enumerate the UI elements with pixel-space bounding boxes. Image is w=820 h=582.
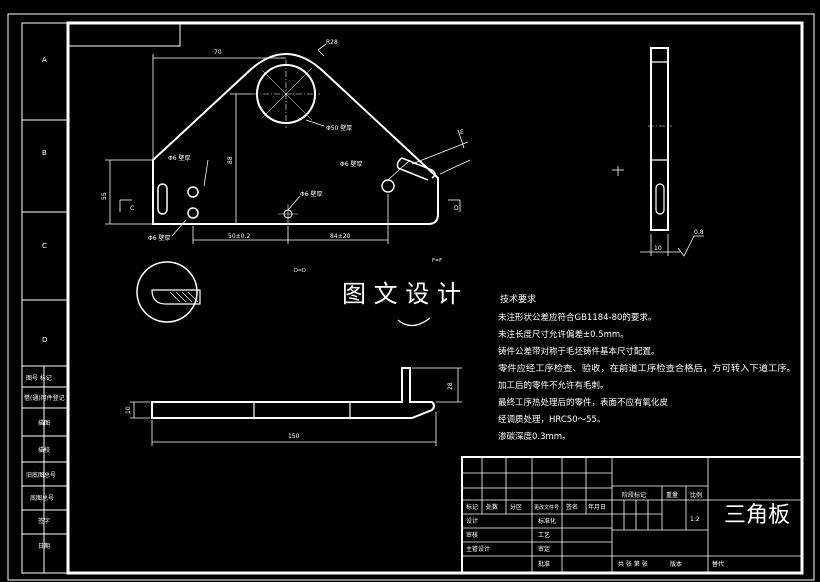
dim-radius-r28: R28 xyxy=(326,39,338,46)
note-line-5: 最终工序热处理后的零件，表面不应有氧化皮 xyxy=(498,397,669,408)
left-strip-label-2: 描校 xyxy=(38,446,50,454)
left-strip-label-4: 底图总号 xyxy=(30,494,54,502)
side-dim-thickness: 10 xyxy=(654,245,662,252)
zone-letter-c: C xyxy=(42,242,47,250)
tb-version: 版本 xyxy=(670,560,682,568)
detail-view xyxy=(136,261,201,323)
slot-label-e: E xyxy=(460,129,464,136)
bottom-dim-length: 150 xyxy=(288,433,300,440)
top-left-tab xyxy=(68,23,181,47)
note-line-0: 未注形状公差应符合GB1184-80的要求。 xyxy=(498,312,656,323)
bottom-dim-flange: 28 xyxy=(447,382,454,390)
tb-stage-0: 阶段标记 xyxy=(622,491,646,499)
tb-header-0: 标记 xyxy=(466,503,478,511)
dim-x1: 50±0.2 xyxy=(228,233,250,240)
left-strip-header: 图号 标记 xyxy=(26,374,52,382)
tb-role-left-0: 设计 xyxy=(466,517,478,525)
note-line-4: 加工后的零件不允许有毛刺。 xyxy=(498,380,609,391)
watermark: 图 文 设 计 xyxy=(342,280,461,308)
tb-role-mid-1: 工艺 xyxy=(538,531,550,539)
tb-scale: 1:2 xyxy=(690,516,700,523)
tb-stage-2: 比例 xyxy=(690,491,702,499)
left-slot xyxy=(157,183,168,215)
zone-letter-a: A xyxy=(42,56,47,64)
dim-width-70: 70 xyxy=(214,49,222,56)
dim-h1: 55 xyxy=(101,192,108,200)
tb-role-left-1: 审核 xyxy=(466,531,478,539)
tb-header-1: 处数 xyxy=(486,503,498,511)
left-strip-label-5: 签字 xyxy=(38,517,50,525)
left-strip-label-6: 日期 xyxy=(38,542,50,550)
section-label-c: C xyxy=(130,205,134,212)
dim-hole-d: Φ6 壁厚 xyxy=(148,234,170,242)
right-hole xyxy=(381,179,395,193)
left-strip-label-1: 描图 xyxy=(38,419,50,427)
part-name: 三角板 xyxy=(724,503,790,528)
tb-role-left-2: 主管设计 xyxy=(466,545,490,553)
tb-role-mid-0: 标准化 xyxy=(538,517,556,525)
scale-label: F=F xyxy=(432,258,442,264)
tb-role-mid-2: 审定 xyxy=(538,545,550,553)
side-dim-surface: 0.8 xyxy=(694,229,704,236)
view-label: D=D xyxy=(294,268,306,274)
small-hole-upper xyxy=(187,186,199,198)
note-line-1: 未注长度尺寸允许偏差±0.5mm。 xyxy=(498,329,629,340)
tb-sheet-info: 共 张 第 张 xyxy=(618,560,648,568)
dim-big-hole: Φ50 壁厚 xyxy=(326,124,352,132)
triangle-plate-outline xyxy=(152,53,439,225)
dim-hole-c: Φ6 壁厚 xyxy=(300,190,322,198)
right-slot xyxy=(396,157,436,181)
section-label-d: D xyxy=(454,205,459,212)
small-hole-lower xyxy=(187,207,199,219)
dim-h2: 88 xyxy=(227,156,234,164)
side-view xyxy=(612,47,704,257)
note-line-7: 渗碳深度0.3mm。 xyxy=(498,431,571,442)
note-line-3: 零件应经工序检查、验收，在前道工序检查合格后，方可转入下道工序。 xyxy=(498,363,796,374)
watermark-swirl xyxy=(397,317,431,327)
dim-x2: 84±20 xyxy=(330,233,350,240)
bottom-view xyxy=(130,367,462,446)
left-zone-strip xyxy=(21,22,69,574)
tb-header-2: 分区 xyxy=(510,503,522,511)
dim-hole-a: Φ6 壁厚 xyxy=(168,154,190,162)
title-block xyxy=(461,456,803,574)
tb-header-5: 年月日 xyxy=(588,503,606,511)
front-view xyxy=(105,43,471,244)
note-line-6: 经调质处理，HRC50～55。 xyxy=(498,414,605,425)
left-strip-label-0: 借(通)用件登记 xyxy=(24,394,65,402)
tb-replace: 替代 xyxy=(712,560,724,568)
dim-hole-b: Φ6 壁厚 xyxy=(340,160,362,168)
tb-header-3: 更改文件号 xyxy=(534,504,559,511)
tb-role-mid-3: 批准 xyxy=(538,560,550,568)
zone-letter-b: B xyxy=(42,149,47,157)
tb-stage-1: 重量 xyxy=(666,491,678,499)
note-line-2: 铸件公差带对称于毛坯铸件基本尺寸配置。 xyxy=(498,346,660,357)
tb-header-4: 签名 xyxy=(566,503,578,511)
zone-letter-d: D xyxy=(42,336,47,344)
notes-title: 技术要求 xyxy=(500,293,536,305)
bottom-dim-thick: 10 xyxy=(125,406,132,414)
outer-border xyxy=(7,13,815,581)
left-strip-label-3: 旧底图总号 xyxy=(26,471,56,479)
